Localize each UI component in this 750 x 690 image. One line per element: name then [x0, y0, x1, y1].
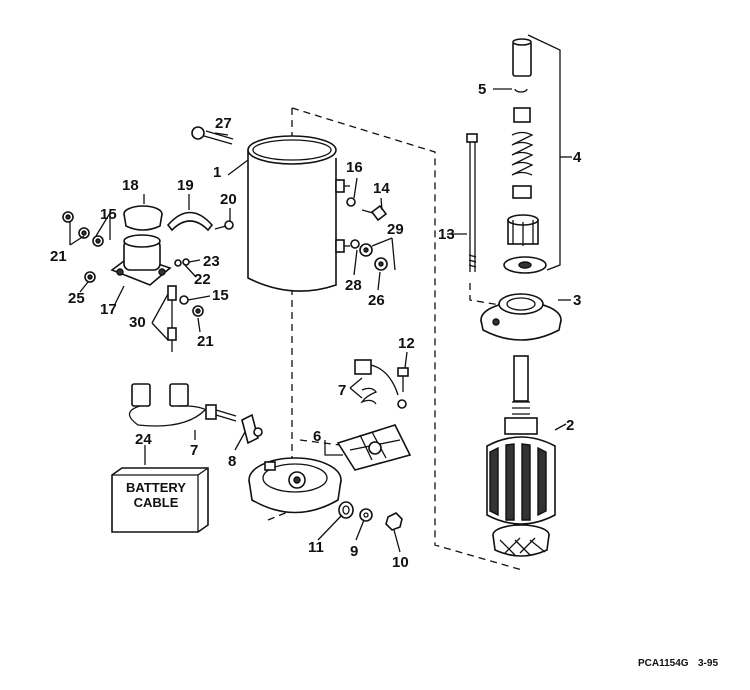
callout-8: 8	[228, 453, 236, 470]
callout-24: 24	[135, 431, 152, 448]
callout-7b: 7	[190, 442, 198, 459]
part-drive-end-cap-3	[480, 293, 562, 341]
callout-22: 22	[194, 271, 211, 288]
callout-6: 6	[313, 428, 321, 445]
callout-15a: 15	[100, 206, 117, 223]
part-nuts-washers-left	[62, 211, 204, 317]
callout-1: 1	[213, 164, 221, 181]
callout-15b: 15	[212, 287, 229, 304]
callout-28: 28	[345, 277, 362, 294]
part-brush-holder-6	[336, 424, 412, 471]
part-terminal-bracket-8	[241, 413, 263, 445]
callout-13: 13	[438, 226, 455, 243]
part-through-bolt-27	[191, 126, 234, 145]
part-frame-housing	[247, 135, 350, 292]
callout-11: 11	[308, 539, 324, 556]
callout-26: 26	[368, 292, 385, 309]
callout-20: 20	[220, 191, 237, 208]
figure-code: PCA1154G	[638, 658, 689, 669]
callout-16: 16	[346, 159, 363, 176]
callout-5: 5	[478, 81, 486, 98]
callout-3: 3	[573, 292, 581, 309]
part-through-bolt-13	[466, 133, 478, 272]
part-brush-spring-7	[354, 359, 407, 409]
figure-date: 3-95	[698, 658, 718, 669]
part-armature-2	[486, 355, 556, 557]
callout-30: 30	[129, 314, 146, 331]
part-leads-30	[167, 285, 177, 352]
part-clamp-19	[166, 211, 214, 232]
callout-18: 18	[122, 177, 139, 194]
callout-4: 4	[573, 149, 582, 166]
part-terminal-hardware	[346, 197, 388, 271]
callout-23: 23	[203, 253, 220, 270]
battery-cable-box: BATTERY CABLE	[111, 467, 209, 533]
callout-labels: 27 1 18 19 20 15 21 23 22 25 17 15 30 21…	[50, 81, 582, 571]
part-washers-nut-9-10-11	[338, 501, 403, 531]
callout-29: 29	[387, 221, 404, 238]
callout-10: 10	[392, 554, 409, 571]
part-solenoid-cover-18	[123, 205, 163, 231]
battery-box-line-1: BATTERY	[126, 480, 186, 495]
callout-21b: 21	[197, 333, 214, 350]
part-solenoid-17	[110, 234, 172, 286]
leader-lines	[69, 88, 572, 553]
callout-21a: 21	[50, 248, 67, 265]
part-screw-12	[397, 367, 409, 392]
callout-19: 19	[177, 177, 194, 194]
part-screw-20	[214, 220, 234, 230]
part-commutator-end-cap	[248, 457, 342, 514]
callout-9: 9	[350, 543, 358, 560]
part-drive-stack-4	[503, 34, 561, 274]
part-brushes-lead-7	[128, 383, 237, 427]
callout-12: 12	[398, 335, 415, 352]
callout-2: 2	[566, 417, 574, 434]
callout-17: 17	[100, 301, 117, 318]
callout-7a: 7	[338, 382, 346, 399]
battery-box-line-2: CABLE	[134, 495, 179, 510]
callout-27: 27	[215, 115, 232, 132]
callout-14: 14	[373, 180, 390, 197]
callout-25: 25	[68, 290, 85, 307]
